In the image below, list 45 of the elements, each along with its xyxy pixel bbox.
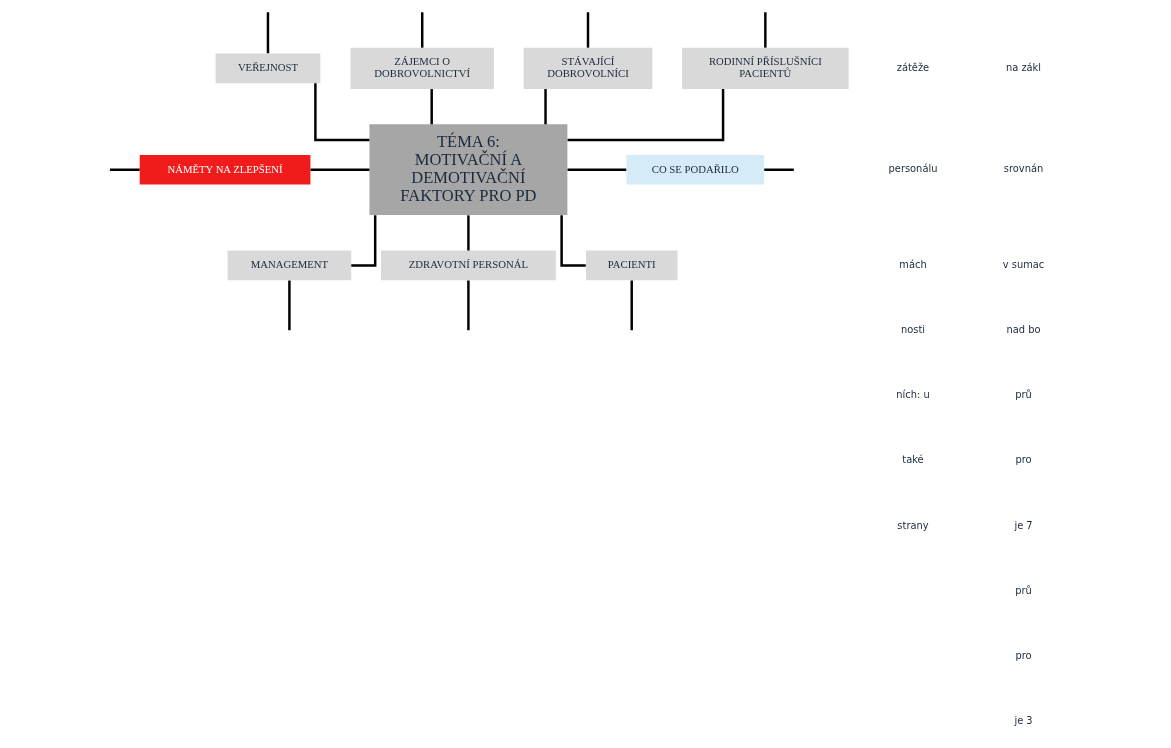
label: v sumac: [1002, 258, 1044, 270]
node-box: VEŘEJNOST: [215, 53, 320, 84]
label: nad bo: [1006, 324, 1041, 336]
connector: [313, 83, 369, 142]
node-box: NÁMĚTY NA ZLEPŠENÍ: [139, 154, 310, 185]
connector: [763, 12, 767, 48]
label: ních: u: [895, 389, 930, 401]
label: také: [901, 454, 924, 466]
label: srovnán: [1003, 163, 1043, 175]
connector: [310, 168, 369, 171]
label: prů: [1014, 389, 1032, 401]
node-box: STÁVAJÍCÍ DOBROVOLNÍCI: [523, 47, 652, 89]
node-box: PACIENTI: [585, 250, 677, 281]
connector: [109, 168, 140, 171]
connector: [466, 280, 470, 331]
connector: [630, 280, 633, 331]
connector: [586, 12, 589, 48]
connector: [287, 280, 291, 331]
connector: [350, 215, 376, 267]
connector: [567, 168, 626, 171]
connector: [763, 168, 794, 171]
connector: [266, 12, 269, 54]
label: je 3: [1013, 715, 1033, 727]
node-box: MANAGEMENT: [227, 250, 351, 281]
label: personálu: [888, 163, 937, 175]
label: pro: [1014, 649, 1032, 661]
connector: [466, 215, 470, 251]
label: pro: [1014, 454, 1032, 466]
connector: [543, 89, 547, 125]
connector: [429, 89, 433, 125]
label: na zákl: [1005, 61, 1041, 73]
node-box: TÉMA 6: MOTIVAČNÍ A DEMOTIVAČNÍ FAKTORY PRO PD: [368, 124, 567, 216]
node-box: ZÁJEMCI O DOBROVOLNICTVÍ: [349, 47, 494, 89]
node-box: CO SE PODAŘILO: [625, 154, 764, 185]
connector: [567, 89, 724, 142]
label: je 7: [1013, 519, 1033, 531]
label: nosti: [900, 324, 925, 336]
connector: [420, 12, 423, 48]
label: prů: [1014, 584, 1032, 596]
label: mách: [898, 258, 927, 270]
label: strany: [896, 519, 929, 531]
node-box: ZDRAVOTNÍ PERSONÁL: [380, 250, 556, 281]
label: zátěže: [896, 61, 929, 73]
connector: [559, 215, 586, 267]
node-box: RODINNÍ PŘÍSLUŠNÍCI PACIENTŮ: [681, 47, 849, 89]
